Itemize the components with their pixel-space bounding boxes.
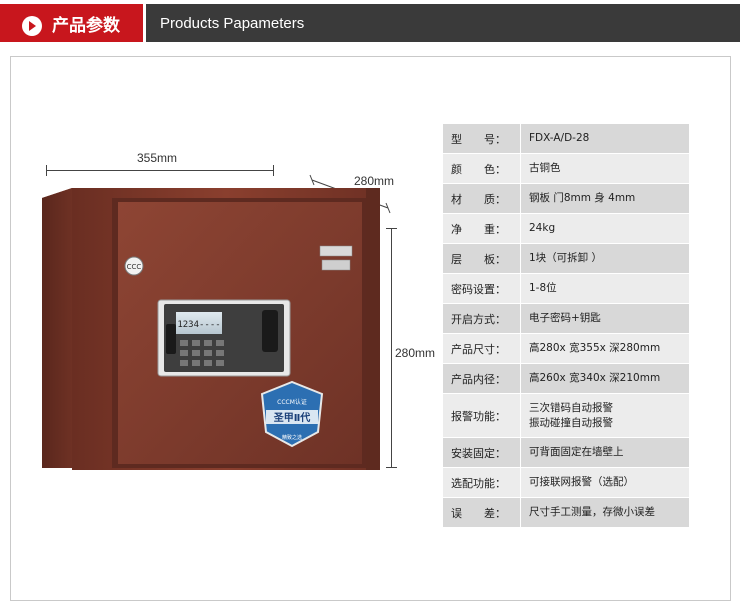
spec-row: 型 号： FDX-A/D-28 bbox=[443, 124, 689, 154]
badge-title: 圣甲Ⅱ代 bbox=[274, 411, 311, 424]
spec-row: 选配功能： 可接联网报警（选配） bbox=[443, 468, 689, 498]
badge-bottom-text: 精致之选 bbox=[282, 434, 302, 441]
spec-value: 电子密码+钥匙 bbox=[521, 304, 689, 333]
svg-text:CCC: CCC bbox=[127, 263, 142, 271]
header-title-en: Products Papameters bbox=[160, 15, 305, 32]
spec-value: 高260x 宽340x 深210mm bbox=[521, 364, 689, 393]
height-dimension-label: 280mm bbox=[395, 346, 436, 360]
spec-label: 密码设置： bbox=[443, 274, 521, 303]
spec-label: 选配功能： bbox=[443, 468, 521, 497]
badge-subtitle: CCCM认证 bbox=[277, 398, 307, 406]
spec-value: 1块（可拆卸 ） bbox=[521, 244, 689, 273]
spec-value: 可背面固定在墙壁上 bbox=[521, 438, 689, 467]
spec-row: 安装固定： 可背面固定在墙壁上 bbox=[443, 438, 689, 468]
spec-label: 安装固定： bbox=[443, 438, 521, 467]
spec-label: 净 重： bbox=[443, 214, 521, 243]
spec-row: 密码设置： 1-8位 bbox=[443, 274, 689, 304]
spec-value: 三次错码自动报警振动碰撞自动报警 bbox=[521, 394, 689, 437]
spec-value: 尺寸手工测量，存微小误差 bbox=[521, 498, 689, 527]
spec-value-line: 尺寸手工测量，存微小误差 bbox=[529, 506, 655, 518]
safe-product-image: CCC 1234---- 圣甲Ⅱ代 CCCM认证 精致之选 bbox=[42, 188, 380, 470]
height-dimension-tick-bottom bbox=[386, 467, 397, 468]
spec-value: 24kg bbox=[521, 214, 689, 243]
spec-label: 开启方式： bbox=[443, 304, 521, 333]
spec-label: 颜 色： bbox=[443, 154, 521, 183]
spec-label: 产品尺寸： bbox=[443, 334, 521, 363]
spec-label: 材 质： bbox=[443, 184, 521, 213]
spec-value-line: 高280x 宽355x 深280mm bbox=[529, 342, 661, 354]
width-dimension-line bbox=[46, 170, 274, 171]
spec-row: 误 差： 尺寸手工测量，存微小误差 bbox=[443, 498, 689, 528]
play-arrow-icon bbox=[22, 16, 42, 36]
spec-value-line: 可背面固定在墙壁上 bbox=[529, 446, 624, 458]
spec-value: FDX-A/D-28 bbox=[521, 124, 689, 153]
header-title-cn: 产品参数 bbox=[52, 16, 120, 36]
header-cn-block: 产品参数 bbox=[0, 4, 143, 42]
spec-label: 型 号： bbox=[443, 124, 521, 153]
width-dimension-tick-right bbox=[273, 165, 274, 176]
spec-value-line: 三次错码自动报警 bbox=[529, 401, 613, 414]
width-dimension-tick-left bbox=[46, 165, 47, 176]
spec-row: 颜 色： 古铜色 bbox=[443, 154, 689, 184]
spec-value-line: 高260x 宽340x 深210mm bbox=[529, 372, 661, 384]
spec-row: 层 板： 1块（可拆卸 ） bbox=[443, 244, 689, 274]
spec-row: 产品内径： 高260x 宽340x 深210mm bbox=[443, 364, 689, 394]
spec-row: 开启方式： 电子密码+钥匙 bbox=[443, 304, 689, 334]
spec-value: 可接联网报警（选配） bbox=[521, 468, 689, 497]
spec-value-line: 可接联网报警（选配） bbox=[529, 476, 634, 488]
spec-label: 层 板： bbox=[443, 244, 521, 273]
spec-row: 产品尺寸： 高280x 宽355x 深280mm bbox=[443, 334, 689, 364]
spec-value: 高280x 宽355x 深280mm bbox=[521, 334, 689, 363]
depth-dimension-label: 280mm bbox=[354, 174, 395, 188]
spec-value-line: 电子密码+钥匙 bbox=[529, 312, 601, 324]
keypad-display-text: 1234---- bbox=[177, 320, 220, 330]
spec-value: 1-8位 bbox=[521, 274, 689, 303]
height-dimension-line bbox=[391, 228, 392, 468]
section-header: 产品参数 Products Papameters bbox=[0, 0, 740, 43]
spec-value-line: 1-8位 bbox=[529, 282, 557, 294]
spec-table: 型 号： FDX-A/D-28 颜 色： 古铜色材 质： 钢板 门8mm 身 4mm 净 … bbox=[443, 124, 689, 528]
spec-row: 净 重： 24kg bbox=[443, 214, 689, 244]
spec-label: 产品内径： bbox=[443, 364, 521, 393]
spec-value-line: 24kg bbox=[529, 222, 556, 234]
header-en-block: Products Papameters bbox=[146, 4, 740, 42]
spec-label: 误 差： bbox=[443, 498, 521, 527]
spec-value-line: 振动碰撞自动报警 bbox=[529, 416, 613, 429]
spec-value-line: 钢板 门8mm 身 4mm bbox=[529, 192, 636, 204]
spec-row: 报警功能：三次错码自动报警振动碰撞自动报警 bbox=[443, 394, 689, 438]
spec-value: 钢板 门8mm 身 4mm bbox=[521, 184, 689, 213]
spec-value-line: 1块（可拆卸 ） bbox=[529, 252, 603, 264]
spec-value-line: FDX-A/D-28 bbox=[529, 132, 590, 144]
width-dimension-label: 355mm bbox=[137, 151, 178, 165]
spec-label: 报警功能： bbox=[443, 394, 521, 437]
spec-row: 材 质： 钢板 门8mm 身 4mm bbox=[443, 184, 689, 214]
spec-value-line: 古铜色 bbox=[529, 162, 561, 174]
spec-value: 古铜色 bbox=[521, 154, 689, 183]
height-dimension-tick-top bbox=[386, 228, 397, 229]
